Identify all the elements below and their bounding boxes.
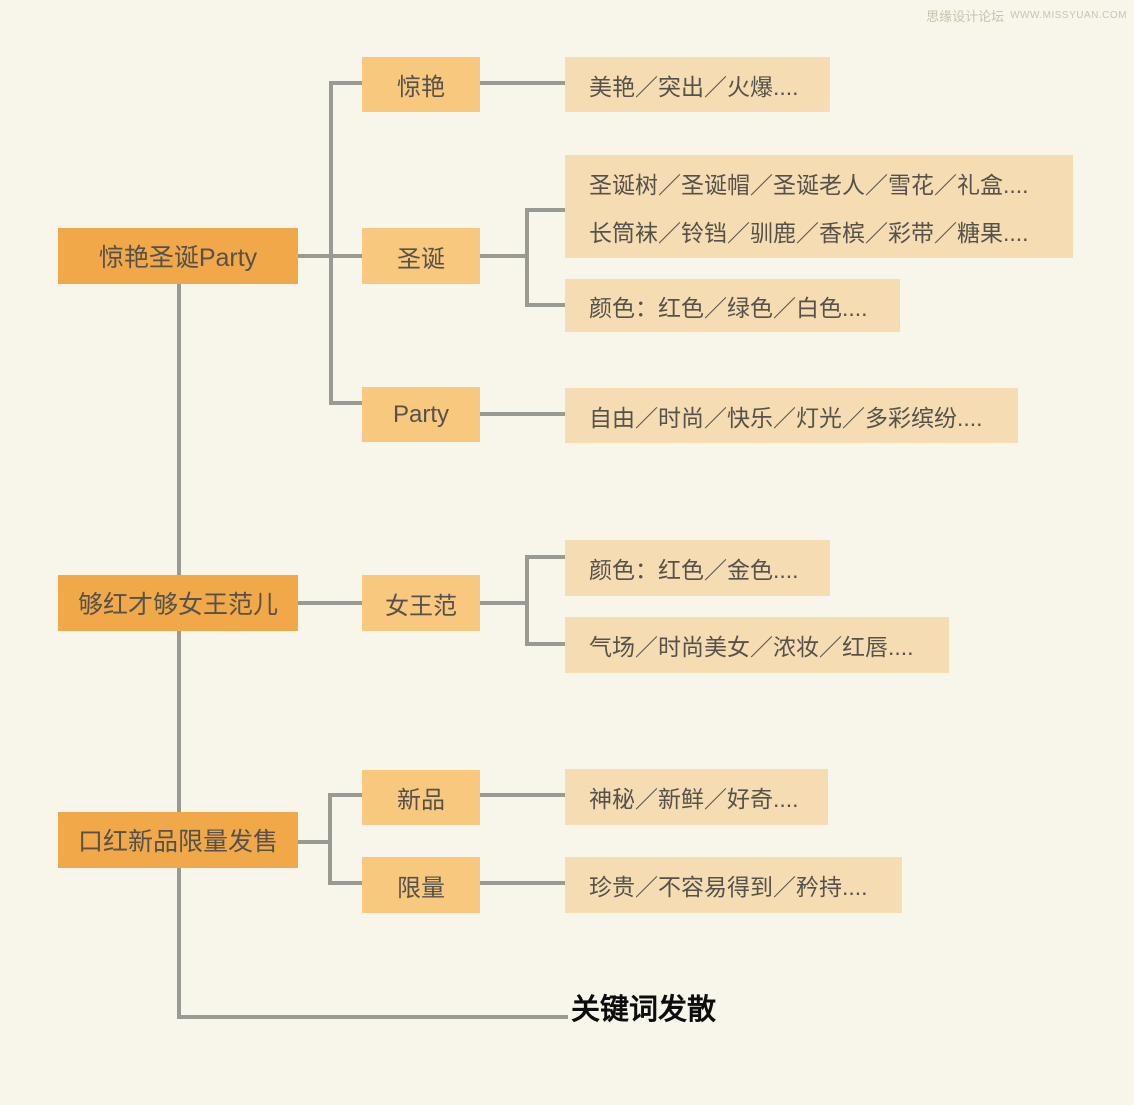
shengdan-bracket-bottom-line xyxy=(525,303,565,307)
group3-bracket-vertical-line xyxy=(328,793,332,885)
leaf-node-shengdan-colors: 颜色：红色／绿色／白色.... xyxy=(565,279,900,332)
root-node-queen-style: 够红才够女王范儿 xyxy=(58,575,298,631)
shengdan-bracket-top-line xyxy=(525,208,565,212)
mid-party-to-leaf-line xyxy=(480,412,565,416)
watermark-url: WWW.MISSYUAN.COM xyxy=(1010,10,1127,21)
group1-root-to-mid-line xyxy=(296,254,362,258)
mid-node-xinpin: 新品 xyxy=(362,770,480,825)
leaf-node-xinpin-keywords: 神秘／新鲜／好奇.... xyxy=(565,769,828,825)
group3-root-stub-line xyxy=(297,840,332,844)
shengdan-bracket-vertical-line xyxy=(525,208,529,307)
group2-root-to-mid-line xyxy=(298,601,362,605)
diagram-caption: 关键词发散 xyxy=(571,994,717,1026)
mid-xianliang-to-leaf-line xyxy=(480,881,565,885)
mid-node-xianliang: 限量 xyxy=(362,857,480,913)
nvwangfan-bracket-top-line xyxy=(525,555,565,559)
group3-bracket-top-line xyxy=(328,793,362,797)
mid-node-shengdan: 圣诞 xyxy=(362,228,480,284)
root-node-christmas-party: 惊艳圣诞Party xyxy=(58,228,298,284)
mid-node-party: Party xyxy=(362,387,480,442)
leaf-text-line: 圣诞树／圣诞帽／圣诞老人／雪花／礼盒.... xyxy=(589,171,1029,198)
mid-node-nvwangfan: 女王范 xyxy=(362,575,480,631)
group1-bottom-elbow-line xyxy=(329,401,362,405)
nvwangfan-bracket-vertical-line xyxy=(525,555,529,646)
mid-xinpin-to-leaf-line xyxy=(480,793,565,797)
leaf-node-jingyan-keywords: 美艳／突出／火爆.... xyxy=(565,57,830,112)
group1-bracket-vertical-line xyxy=(329,81,333,405)
nvwangfan-bracket-bottom-line xyxy=(525,642,565,646)
mid-node-jingyan: 惊艳 xyxy=(362,57,480,112)
watermark-site-name: 思缘设计论坛 xyxy=(926,9,1005,24)
watermark: 思缘设计论坛 WWW.MISSYUAN.COM xyxy=(926,6,1127,25)
leaf-node-party-keywords: 自由／时尚／快乐／灯光／多彩缤纷.... xyxy=(565,388,1018,443)
leaf-node-shengdan-keywords: 圣诞树／圣诞帽／圣诞老人／雪花／礼盒.... 长筒袜／铃铛／驯鹿／香槟／彩带／糖… xyxy=(565,155,1073,258)
leaf-node-queen-colors: 颜色：红色／金色.... xyxy=(565,540,830,596)
mid-nvwangfan-stub-line xyxy=(480,601,529,605)
leaf-text-line: 长筒袜／铃铛／驯鹿／香槟／彩带／糖果.... xyxy=(589,219,1029,246)
root-node-limited-lipstick: 口红新品限量发售 xyxy=(58,812,298,868)
group1-top-elbow-line xyxy=(329,81,362,85)
leaf-node-xianliang-keywords: 珍贵／不容易得到／矜持.... xyxy=(565,857,902,913)
mid-jingyan-to-leaf-line xyxy=(480,81,565,85)
main-trunk-bottom-line xyxy=(177,1015,568,1019)
group3-bracket-bottom-line xyxy=(328,881,362,885)
mid-shengdan-stub-line xyxy=(480,254,529,258)
main-trunk-vertical-line xyxy=(177,284,181,1019)
leaf-node-queen-keywords: 气场／时尚美女／浓妆／红唇.... xyxy=(565,617,949,673)
